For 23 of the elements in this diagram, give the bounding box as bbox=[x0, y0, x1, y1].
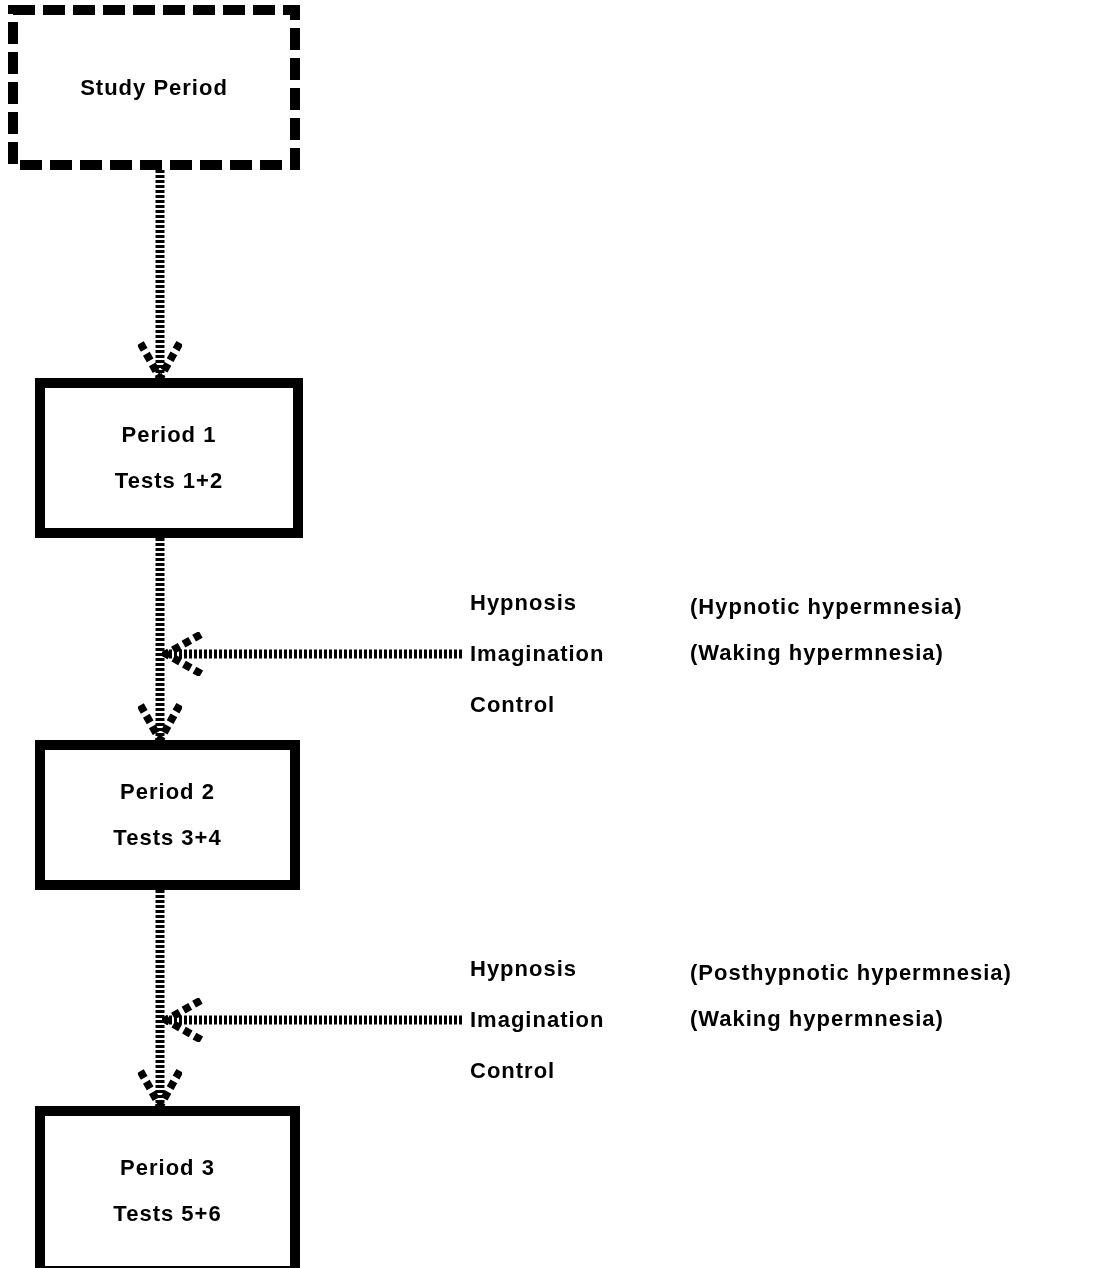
note-text: (Waking hypermnesia) bbox=[690, 1006, 944, 1032]
node-text: Imagination bbox=[470, 1007, 605, 1033]
node-text: Hypnosis bbox=[470, 956, 578, 982]
node-text: Tests 1+2 bbox=[114, 468, 224, 494]
dotted-arrow bbox=[162, 630, 462, 678]
process-box bbox=[35, 1106, 300, 1268]
node-text: Hypnosis bbox=[470, 590, 578, 616]
node-text: Control bbox=[470, 692, 556, 718]
node-text: Period 3 bbox=[120, 1155, 215, 1181]
node-text: Tests 5+6 bbox=[113, 1201, 222, 1227]
node-text: Tests 3+4 bbox=[113, 825, 222, 851]
note-text: (Waking hypermnesia) bbox=[690, 640, 944, 666]
process-box bbox=[35, 378, 303, 538]
dashed-box bbox=[8, 5, 300, 170]
node-text: Period 2 bbox=[120, 779, 215, 805]
node-text: Imagination bbox=[470, 641, 605, 667]
node-text: Period 1 bbox=[121, 422, 217, 448]
node-text: Study Period bbox=[80, 74, 228, 101]
note-text: (Posthypnotic hypermnesia) bbox=[690, 960, 1012, 986]
note-text: (Hypnotic hypermnesia) bbox=[690, 594, 963, 620]
process-box bbox=[35, 740, 300, 890]
node-text: Control bbox=[470, 1058, 556, 1084]
dotted-arrow bbox=[162, 996, 462, 1044]
